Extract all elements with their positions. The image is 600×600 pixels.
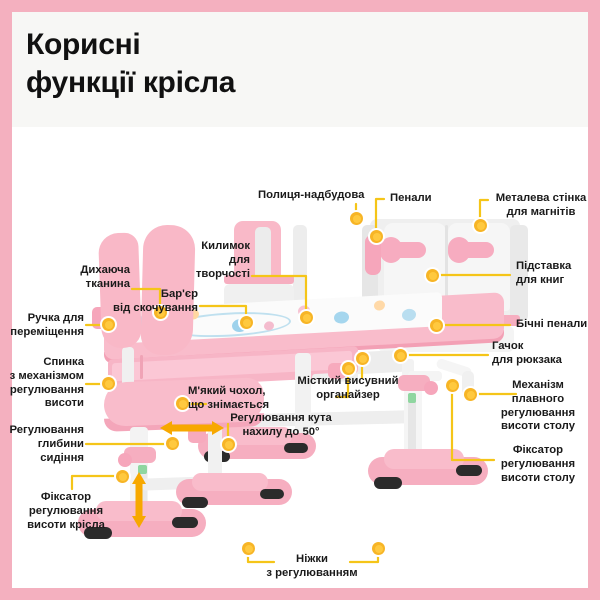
callout-label-soft-cover: М'який чохол, що знімається [188, 385, 270, 411]
board-right-case [510, 225, 528, 321]
desk-height-scale [408, 395, 416, 451]
book-clip-left-head [380, 237, 402, 263]
chair-height-scale [138, 469, 147, 515]
callout-label-organizer: Місткий висувний органайзер [297, 375, 399, 401]
mat-graphic [374, 300, 385, 311]
callout-label-shelf-hutch: Полиця-надбудова [258, 189, 365, 201]
book-stand-seam [445, 225, 448, 311]
callout-dot-foot-left[interactable] [242, 542, 255, 555]
callout-label-feet: Ніжки з регулюванням [266, 553, 358, 579]
desk-height-collar [398, 375, 430, 391]
desk-foot-pad [284, 443, 308, 453]
pencil-case [365, 235, 381, 275]
callout-dot-smooth-mech[interactable] [464, 388, 477, 401]
callout-dot-breathable[interactable] [154, 306, 167, 319]
chair-height-scale-marker [138, 465, 147, 474]
desk-foot-pad [374, 477, 402, 489]
callout-label-breathable: Дихаюча тканина [80, 264, 130, 290]
desk-height-scale-marker [408, 393, 416, 403]
callout-label-tilt-angle: Регулювання кута нахилу до 50° [230, 412, 332, 438]
desk-height-lock [424, 381, 438, 395]
chair-foot-pad [172, 517, 198, 528]
chair-height-lock [118, 453, 132, 467]
desk-left-column [295, 353, 311, 453]
title-band [12, 12, 588, 127]
callout-dot-handle[interactable] [102, 318, 115, 331]
callout-label-backpack-hook: Гачок для рюкзака [492, 340, 562, 366]
callout-dot-backpack-hook[interactable] [394, 349, 407, 362]
chair-foot-pad [182, 497, 208, 508]
chair-depth-knob [188, 427, 206, 443]
callout-label-desk-lock: Фіксатор регулювання висоти столу [500, 444, 576, 484]
callout-label-creative-mat: Килимок для творчості [195, 240, 250, 280]
callout-dot-chair-lock[interactable] [116, 470, 129, 483]
callout-dot-pencil-cases[interactable] [370, 230, 383, 243]
chair-foot-pad [84, 527, 112, 539]
chair-back-foot-top [192, 473, 268, 491]
callout-label-book-stand: Підставка для книг [516, 260, 572, 286]
callout-dot-shelf-hutch[interactable] [350, 212, 363, 225]
desk-right-foot-top [384, 449, 464, 469]
organizer-divider [140, 354, 143, 380]
callout-label-magnet-wall: Металева стінка для магнітів [495, 192, 587, 218]
callout-label-handle: Ручка для переміщення [10, 312, 84, 338]
callout-label-seat-depth: Регулювання глибини сидіння [9, 424, 84, 464]
callout-dot-seat-depth[interactable] [166, 437, 179, 450]
page-title: Корисні функції крісла [26, 28, 236, 100]
callout-dot-backrest[interactable] [102, 377, 115, 390]
callout-label-smooth-mech: Механізм плавного регулювання висоти сто… [500, 379, 576, 433]
book-clip-right-head [448, 237, 470, 263]
callout-label-pencil-cases: Пенали [390, 192, 432, 204]
chair-foot-pad [260, 489, 284, 499]
callout-label-side-cases: Бічні пенали [516, 318, 588, 330]
callout-dot-desk-lock[interactable] [446, 379, 459, 392]
product-illustration [12, 127, 588, 588]
desk-foot-pad [456, 465, 482, 476]
mat-graphic [402, 308, 416, 322]
desk-left-foot-top [216, 427, 292, 445]
callout-label-backrest: Спинка з механізмом регулювання висоти [9, 356, 84, 410]
mat-graphic [334, 311, 349, 324]
chair-backrest-stem [122, 347, 134, 389]
callout-dot-soft-cover[interactable] [222, 438, 235, 451]
callout-dot-foot-right[interactable] [372, 542, 385, 555]
callout-dot-magnet-wall[interactable] [474, 219, 487, 232]
callout-dot-book-stand[interactable] [426, 269, 439, 282]
callout-label-anti-roll: Бар'єр від скочування [113, 288, 198, 314]
callout-dot-soft-cover-seatfront[interactable] [176, 397, 189, 410]
callout-dot-side-cases[interactable] [430, 319, 443, 332]
chair-height-collar [124, 447, 156, 463]
callout-label-chair-lock: Фіксатор регулювання висоти крісла [27, 491, 105, 531]
callout-dot-organizer[interactable] [356, 352, 369, 365]
callout-dot-creative-mat[interactable] [300, 311, 313, 324]
callout-dot-tilt-angle[interactable] [342, 362, 355, 375]
callout-dot-anti-roll[interactable] [240, 316, 253, 329]
